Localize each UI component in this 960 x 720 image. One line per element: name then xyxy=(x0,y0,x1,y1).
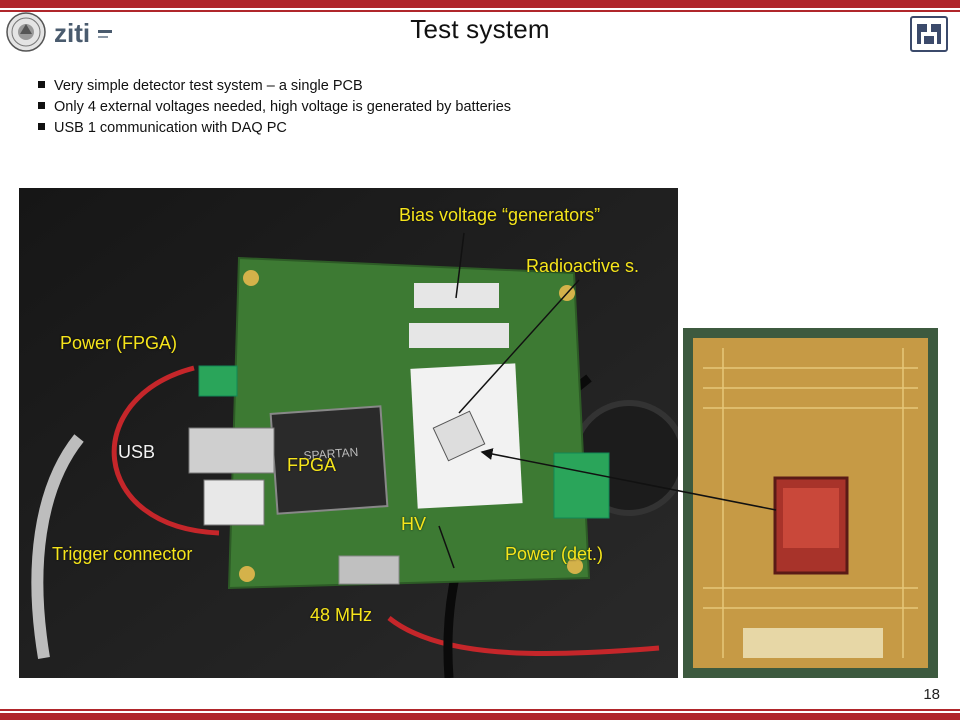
bottom-accent-line xyxy=(0,709,960,711)
university-seal-icon xyxy=(6,12,46,52)
label-48mhz: 48 MHz xyxy=(310,605,373,625)
top-accent-line xyxy=(0,10,960,12)
label-power-fpga: Power (FPGA) xyxy=(60,333,178,353)
bullet-item: Only 4 external voltages needed, high vo… xyxy=(38,97,511,118)
institute-logo-icon xyxy=(910,16,948,52)
label-trigger-connector: Trigger connector xyxy=(52,544,193,564)
ziti-logo: ziti xyxy=(54,18,112,48)
bullet-item: Very simple detector test system – a sin… xyxy=(38,76,511,97)
bullet-square-icon xyxy=(38,102,45,109)
label-bias-voltage: Bias voltage “generators” xyxy=(399,205,601,225)
bullet-list: Very simple detector test system – a sin… xyxy=(38,76,511,139)
svg-text:SPARTAN: SPARTAN xyxy=(303,445,359,463)
label-power-det: Power (det.) xyxy=(505,544,604,564)
ziti-logo-text: ziti xyxy=(54,18,90,48)
label-fpga: FPGA xyxy=(287,455,337,475)
bottom-accent-bar xyxy=(0,713,960,720)
bullet-square-icon xyxy=(38,81,45,88)
slide-title: Test system xyxy=(410,14,550,44)
label-hv: HV xyxy=(401,514,427,534)
label-radioactive-source: Radioactive s. xyxy=(526,256,640,276)
chip-photo xyxy=(683,328,938,678)
label-usb: USB xyxy=(118,442,156,462)
top-accent-bar xyxy=(0,0,960,8)
bullet-square-icon xyxy=(38,123,45,130)
page-number: 18 xyxy=(923,686,940,703)
bullet-item: USB 1 communication with DAQ PC xyxy=(38,118,511,139)
